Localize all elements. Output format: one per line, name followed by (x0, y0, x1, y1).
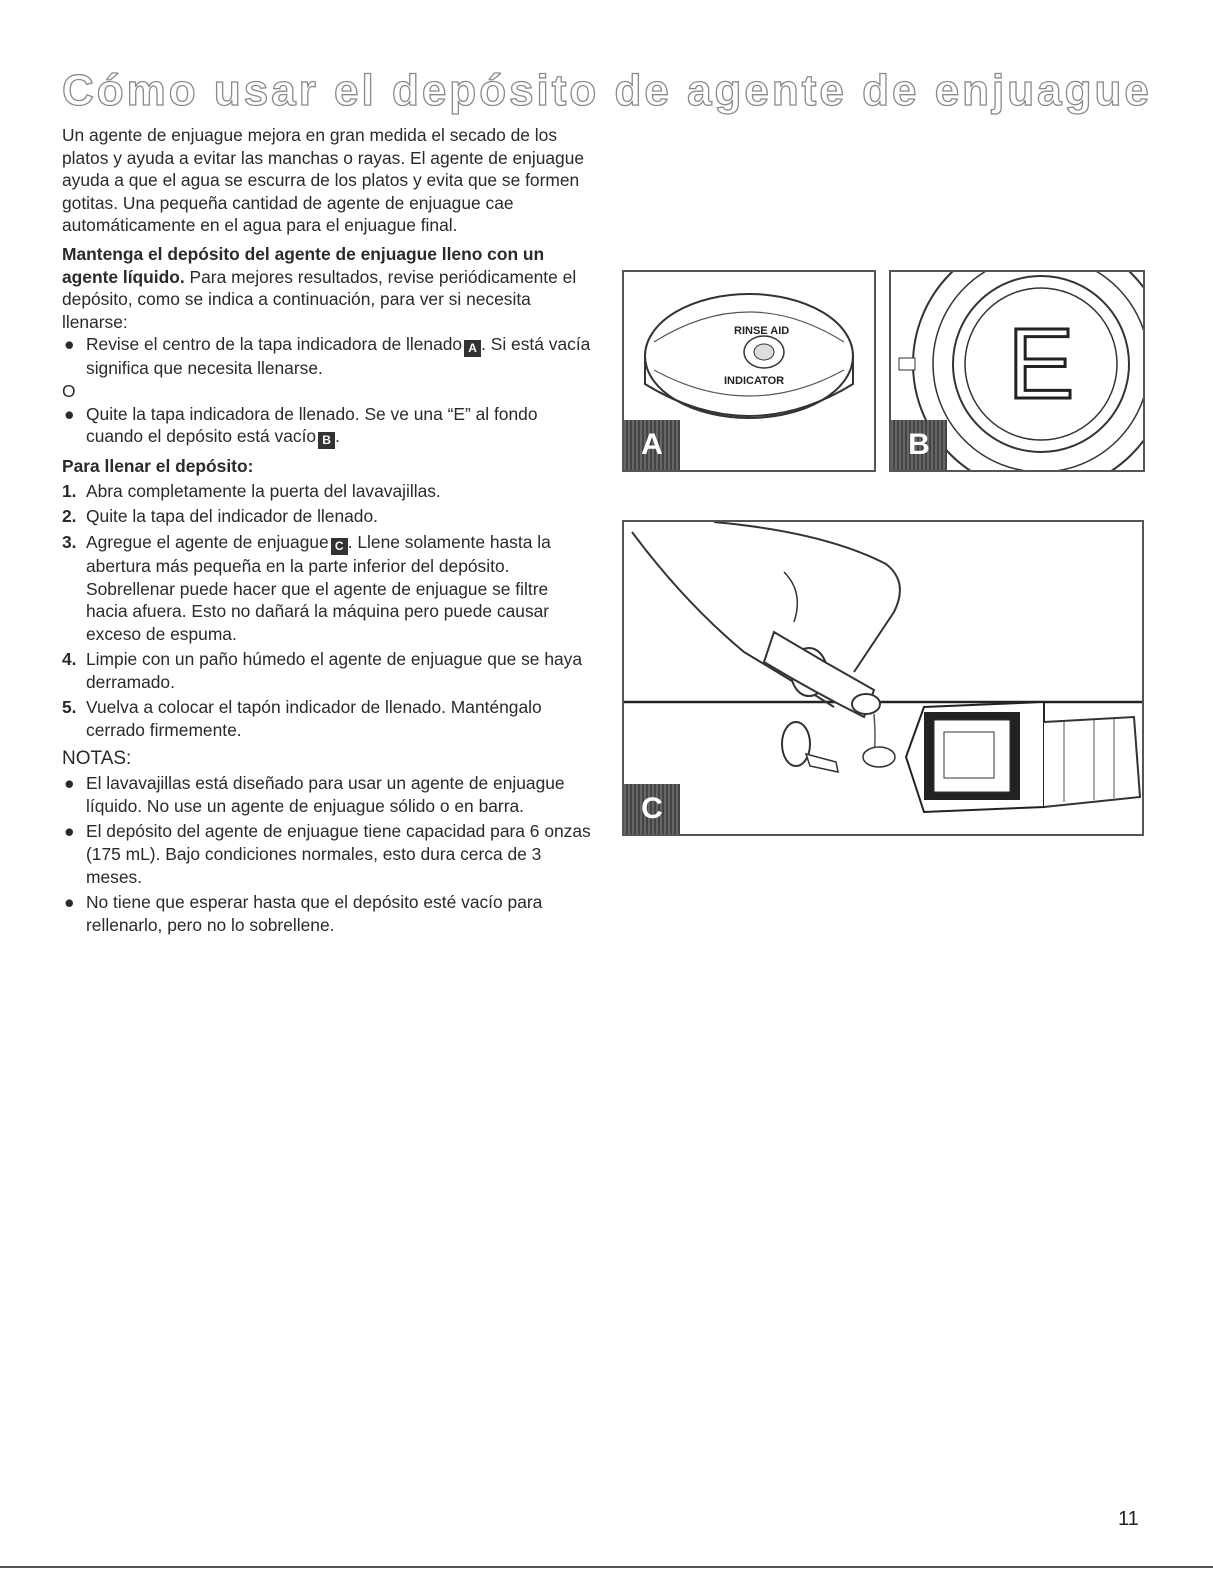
step-number: 5. (62, 697, 77, 718)
intro-paragraph: Un agente de enjuague mejora en gran med… (62, 125, 585, 236)
note-text: El lavavajillas está diseñado para usar … (86, 773, 565, 816)
step-item: 4. Limpie con un paño húmedo el agente de… (62, 648, 592, 693)
note-text: No tiene que esperar hasta que el depósi… (86, 892, 543, 935)
empty-letter: E (1008, 308, 1075, 420)
check-bullet: ● Revise el centro de la tapa indicadora… (62, 333, 592, 380)
keep-full-paragraph: Mantenga el depósito del agente de enjua… (62, 243, 592, 333)
bullet-icon: ● (64, 821, 75, 842)
cap-label-top: RINSE AID (734, 325, 789, 337)
step-text: Limpie con un paño húmedo el agente de e… (86, 649, 583, 692)
check-bullet-tail: . Si está vacía significa que necesita l… (86, 334, 591, 379)
bullet-icon: ● (64, 773, 75, 794)
figure-ref-a: A (464, 340, 482, 358)
step-text: Agregue el agente de enjuague (86, 531, 329, 552)
keep-full-heading: Mantenga el depósito del agente de enjua… (62, 243, 545, 287)
step-item: 5. Vuelva a colocar el tapón indicador de… (62, 696, 592, 741)
step-number: 4. (62, 649, 77, 670)
check-bullet-text: Quite la tapa indicadora de llenado. Se … (86, 403, 538, 447)
note-item: ● El depósito del agente de enjuague tien… (62, 820, 592, 888)
check-bullet-text: Revise el centro de la tapa indicadora d… (86, 334, 463, 355)
step-number: 1. (62, 480, 77, 501)
fill-heading: Para llenar el depósito: (62, 456, 254, 477)
bullet-icon: ● (64, 334, 75, 355)
keep-full-text: Para mejores resultados, revise periódic… (62, 266, 577, 332)
check-bullet-tail: . (335, 426, 340, 447)
figure-c-filling-dispenser: C (622, 520, 1144, 836)
figure-label-c: C (624, 784, 680, 834)
bullet-icon: ● (64, 403, 75, 424)
figure-ref-b: B (318, 432, 336, 450)
bullet-icon: ● (64, 892, 75, 913)
note-item: ● El lavavajillas está diseñado para usar… (62, 772, 592, 817)
note-text: El depósito del agente de enjuague tiene… (86, 821, 591, 887)
check-bullet: ● Quite la tapa indicadora de llenado. S… (62, 403, 592, 450)
figure-label-b: B (891, 420, 947, 470)
step-text: Vuelva a colocar el tapón indicador de l… (86, 697, 542, 741)
figure-b-empty-indicator: E B (889, 270, 1145, 472)
figure-ref-c: C (330, 537, 348, 555)
step-item: 2. Quite la tapa del indicador de llenado… (62, 505, 592, 528)
bottom-rule (0, 1566, 1213, 1568)
note-item: ● No tiene que esperar hasta que el depós… (62, 891, 592, 936)
step-item: 1. Abra completamente la puerta del lavav… (62, 480, 592, 503)
notes-heading: NOTAS: (62, 747, 132, 769)
page-title: Cómo usar el depósito de agente de enjua… (61, 65, 1152, 115)
text-column: Un agente de enjuague mejora en gran med… (62, 124, 592, 936)
figure-a-indicator-cap: RINSE AID INDICATOR A (622, 270, 876, 472)
step-number: 2. (62, 506, 77, 527)
page-number: 11 (1118, 1508, 1139, 1530)
step-text: Quite la tapa del indicador de llenado. (86, 506, 378, 527)
figure-label-a: A (624, 420, 680, 470)
or-label: O (62, 380, 76, 401)
step-number: 3. (62, 531, 77, 552)
step-text-tail: . Llene solamente hasta la abertura más … (86, 531, 551, 644)
cap-label-bottom: INDICATOR (724, 375, 784, 387)
step-text: Abra completamente la puerta del lavavaj… (86, 480, 441, 501)
